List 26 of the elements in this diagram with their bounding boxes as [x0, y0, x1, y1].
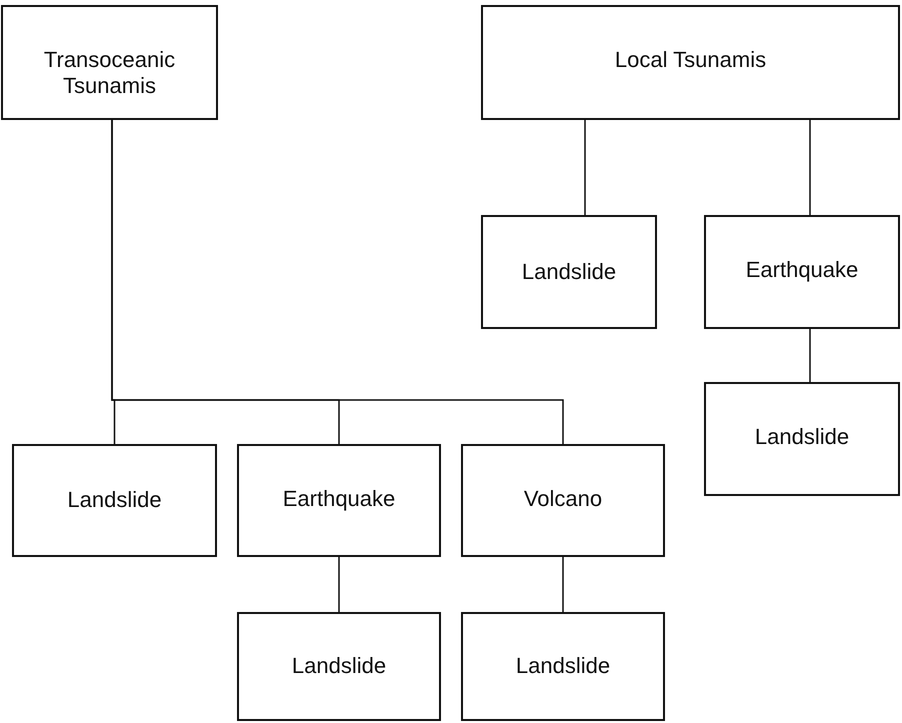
- connector-line: [338, 557, 340, 612]
- box-label: Transoceanic Tsunamis: [42, 47, 176, 100]
- box-label: Landslide: [516, 653, 610, 680]
- box-label: Local Tsunamis: [614, 47, 766, 74]
- connector-line: [562, 557, 564, 612]
- category-box: [704, 382, 900, 496]
- connector-line: [584, 120, 586, 215]
- category-box: [237, 612, 441, 721]
- box-label: Volcano: [524, 486, 602, 512]
- box-label: Landslide: [292, 653, 386, 680]
- category-box: [481, 215, 657, 329]
- category-box: [481, 5, 900, 120]
- connector-line: [111, 120, 564, 444]
- box-label: Landslide: [67, 487, 162, 514]
- box-label: Earthquake: [282, 486, 396, 512]
- connector-line: [809, 120, 811, 215]
- category-box: [237, 444, 441, 557]
- box-label: Earthquake: [746, 257, 858, 284]
- category-box: [1, 5, 218, 120]
- category-box: [461, 444, 665, 557]
- category-box: [12, 444, 217, 557]
- box-label: Landslide: [522, 258, 616, 286]
- connector-line: [809, 329, 811, 382]
- category-box: [461, 612, 665, 721]
- category-box: [704, 215, 900, 329]
- box-label: Landslide: [754, 424, 850, 450]
